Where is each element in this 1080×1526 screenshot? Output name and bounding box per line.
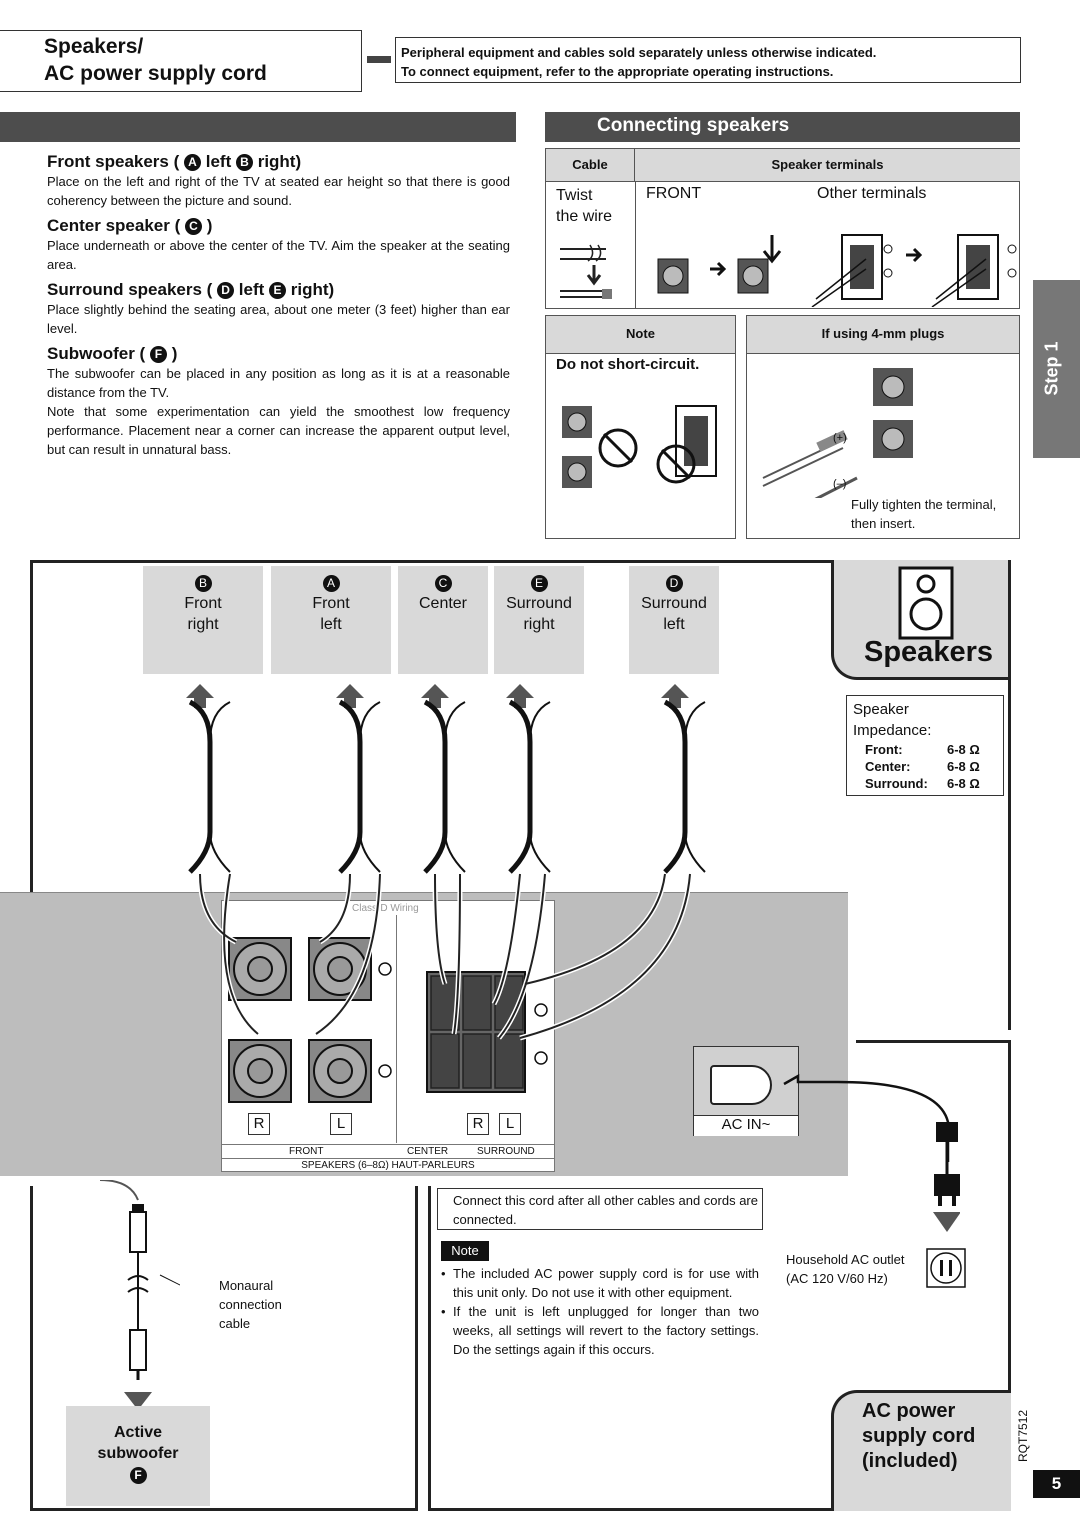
plug-caption: Fully tighten the terminal, then insert. (851, 497, 997, 531)
twist-label: Twist the wire (556, 187, 613, 225)
front-speakers-heading: Front speakers ( A left B right) (47, 152, 302, 171)
note-label: Note (441, 1241, 489, 1261)
monaural-cable (100, 1180, 180, 1410)
left-section-bar (0, 112, 516, 142)
letter-d-badge: D (217, 282, 235, 299)
letter-b-badge: B (235, 154, 253, 171)
panel-speakers-label: SPEAKERS (6–8Ω) HAUT-PARLEURS (221, 1158, 555, 1172)
page-number: 5 (1033, 1470, 1080, 1498)
ac-in-panel: AC IN~ (693, 1046, 799, 1136)
front-l-marker: L (330, 1113, 352, 1135)
note-bullets: •The included AC power supply cord is fo… (441, 1266, 759, 1357)
connecting-speakers-heading: Connecting speakers (545, 112, 1020, 142)
subwoofer-text-2: Note that some experimentation can yield… (47, 404, 510, 457)
terminal-posts (228, 937, 548, 1103)
other-terminals-label: Other terminals (817, 185, 927, 202)
plugs-header: If using 4-mm plugs (747, 316, 1019, 354)
plugs-illustration (762, 368, 913, 498)
center-box: C Center (398, 566, 488, 674)
subwoofer-text-1: The subwoofer can be placed in any posit… (47, 366, 510, 400)
outlet-icon (926, 1248, 966, 1288)
cable-header: Cable (546, 149, 635, 182)
terminals-header: Speaker terminals (635, 149, 1020, 182)
title-divider (367, 56, 391, 63)
household-outlet-caption: Household AC outlet(AC 120 V/60 Hz) (786, 1252, 905, 1286)
placement-section: Front speakers ( A left B right) Place o… (47, 146, 510, 459)
impedance-surround: Surround:6-8 Ω (865, 776, 980, 791)
front-speakers-text: Place on the left and right of the TV at… (47, 174, 510, 208)
connect-last-note: Connect this cord after all other cables… (437, 1188, 763, 1230)
speakers-tab: Speakers (831, 560, 1011, 680)
note-short-circuit-table: Note Do not short-circuit. (545, 315, 736, 539)
impedance-box: Speaker Impedance: Front:6-8 Ω Center:6-… (846, 695, 1004, 796)
note-bullet-1: The included AC power supply cord is for… (453, 1266, 759, 1300)
letter-f-badge-subwoofer: F (129, 1467, 147, 1484)
notice-box: Peripheral equipment and cables sold sep… (395, 37, 1021, 83)
letter-a-badge: A (184, 154, 201, 171)
letter-c-badge: C (184, 218, 202, 235)
note-header: Note (546, 316, 735, 354)
notice-line1: Peripheral equipment and cables sold sep… (401, 45, 877, 60)
ac-in-socket (710, 1065, 772, 1105)
short-circuit-warning: Do not short-circuit. (556, 356, 700, 373)
front-r-marker: R (248, 1113, 270, 1135)
surround-speakers-heading: Surround speakers ( D left E right) (47, 280, 335, 299)
short-circuit-illustration (562, 405, 717, 488)
wiring-illustration (560, 234, 1017, 307)
panel-bottom-labels: FRONT CENTER SURROUND (221, 1144, 555, 1158)
center-speaker-heading: Center speaker ( C ) (47, 216, 213, 235)
impedance-front: Front:6-8 Ω (865, 742, 980, 757)
surround-speakers-text: Place slightly behind the seating area, … (47, 302, 510, 336)
front-terminal-label: FRONT (646, 185, 702, 202)
terminal-wires (197, 873, 693, 1041)
speakers-tab-label: Speakers (864, 636, 993, 668)
ac-in-label: AC IN~ (694, 1115, 798, 1136)
center-speaker-text: Place underneath or above the center of … (47, 238, 510, 272)
page-title-box: Speakers/ AC power supply cord (0, 30, 362, 92)
plus-label: (+) (833, 432, 847, 444)
ac-cord (783, 1073, 960, 1232)
page-title-line1: Speakers/ (44, 35, 144, 58)
surround-r-marker: R (467, 1113, 489, 1135)
surround-l-marker: L (499, 1113, 521, 1135)
panel-top-label: Class-D Wiring (352, 903, 419, 914)
speaker-cables (186, 684, 706, 874)
notice-line2: To connect equipment, refer to the appro… (401, 64, 834, 79)
model-code: RQT7512 (1016, 1409, 1030, 1462)
cable-terminals-table: Cable Speaker terminals Twist the wire F… (545, 148, 1020, 309)
subwoofer-heading: Subwoofer ( F ) (47, 344, 178, 363)
note-bullet-2: If the unit is left unplugged for longer… (453, 1304, 759, 1357)
letter-f-badge: F (149, 346, 167, 363)
plugs-table: If using 4-mm plugs (+) (–) Fully tighte… (746, 315, 1020, 539)
speaker-icon (898, 566, 954, 640)
page-title-line2: AC power supply cord (44, 62, 267, 85)
step-tab: Step 1 (1033, 280, 1080, 458)
impedance-center: Center:6-8 Ω (865, 759, 980, 774)
minus-label: (–) (833, 478, 847, 490)
letter-e-badge: E (269, 282, 287, 299)
active-subwoofer-box: Active subwoofer F (66, 1406, 210, 1506)
